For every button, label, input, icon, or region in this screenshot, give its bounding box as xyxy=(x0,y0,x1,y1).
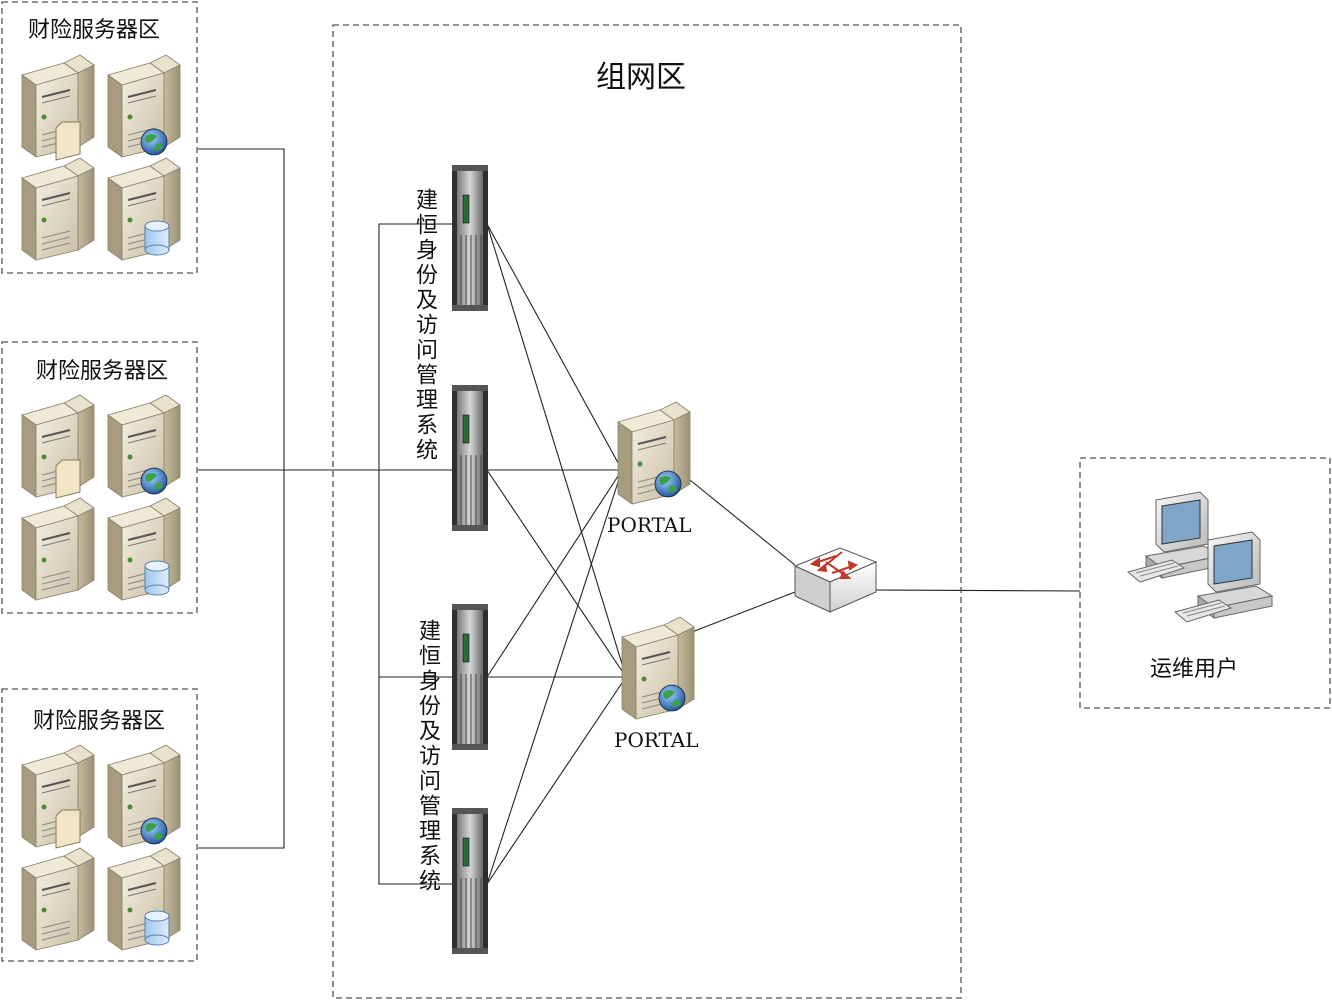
server-zone-title-2: 财险服务器区 xyxy=(36,359,169,384)
rack-appliance-icon xyxy=(451,603,489,751)
rack-appliance-icon xyxy=(451,384,489,532)
globe-icon xyxy=(140,817,168,845)
server-tower-icon xyxy=(21,847,95,951)
link-access-bracket xyxy=(378,223,455,885)
access-system-label-2: 建恒身份及访问管理系统 xyxy=(415,619,440,894)
link-rack1-portal2 xyxy=(486,223,627,678)
folder-icon xyxy=(55,809,81,849)
connection-lines xyxy=(198,148,1081,885)
workstation-icon xyxy=(1127,491,1273,623)
folder-icon xyxy=(55,121,81,161)
user-zone-label: 运维用户 xyxy=(1150,657,1239,682)
server-tower-icon xyxy=(21,157,95,261)
user-zone-box xyxy=(1079,457,1331,709)
server-group-3 xyxy=(21,744,181,951)
portal-label-1: PORTAL xyxy=(607,513,692,537)
link-switch-users xyxy=(874,589,1081,592)
server-zone-title-3: 财险服务器区 xyxy=(33,709,166,734)
server-tower-icon xyxy=(21,497,95,601)
server-group-2 xyxy=(21,394,181,601)
link-portal1-switch xyxy=(689,479,796,566)
server-zone-box-2 xyxy=(1,341,198,614)
network-zone-box xyxy=(332,24,962,999)
link-rack4-portal1 xyxy=(486,469,623,885)
server-group-1 xyxy=(21,54,181,261)
access-system-label-1: 建恒身份及访问管理系统 xyxy=(412,188,437,463)
link-server-zones-backbone xyxy=(198,148,285,849)
network-switch-icon xyxy=(793,547,878,613)
globe-icon xyxy=(140,467,168,495)
link-rack4-portal2 xyxy=(486,676,627,885)
folder-icon xyxy=(55,459,81,499)
network-zone-title: 组网区 xyxy=(596,60,686,95)
rack-appliance-icon xyxy=(451,164,489,312)
rack-appliance-icon xyxy=(451,807,489,955)
server-zone-box-1 xyxy=(1,1,198,274)
link-rack3-portal1 xyxy=(486,469,623,678)
globe-icon xyxy=(658,684,686,712)
link-rack2-portal2 xyxy=(486,469,627,678)
link-portal2-switch xyxy=(691,591,796,633)
database-icon xyxy=(144,220,170,256)
link-rack1-portal1 xyxy=(486,223,623,471)
database-icon xyxy=(144,560,170,596)
globe-icon xyxy=(654,470,682,498)
server-zone-title-1: 财险服务器区 xyxy=(28,18,161,43)
portal-label-2: PORTAL xyxy=(614,728,699,752)
globe-icon xyxy=(140,128,168,156)
database-icon xyxy=(144,910,170,946)
server-zone-box-3 xyxy=(1,688,198,962)
